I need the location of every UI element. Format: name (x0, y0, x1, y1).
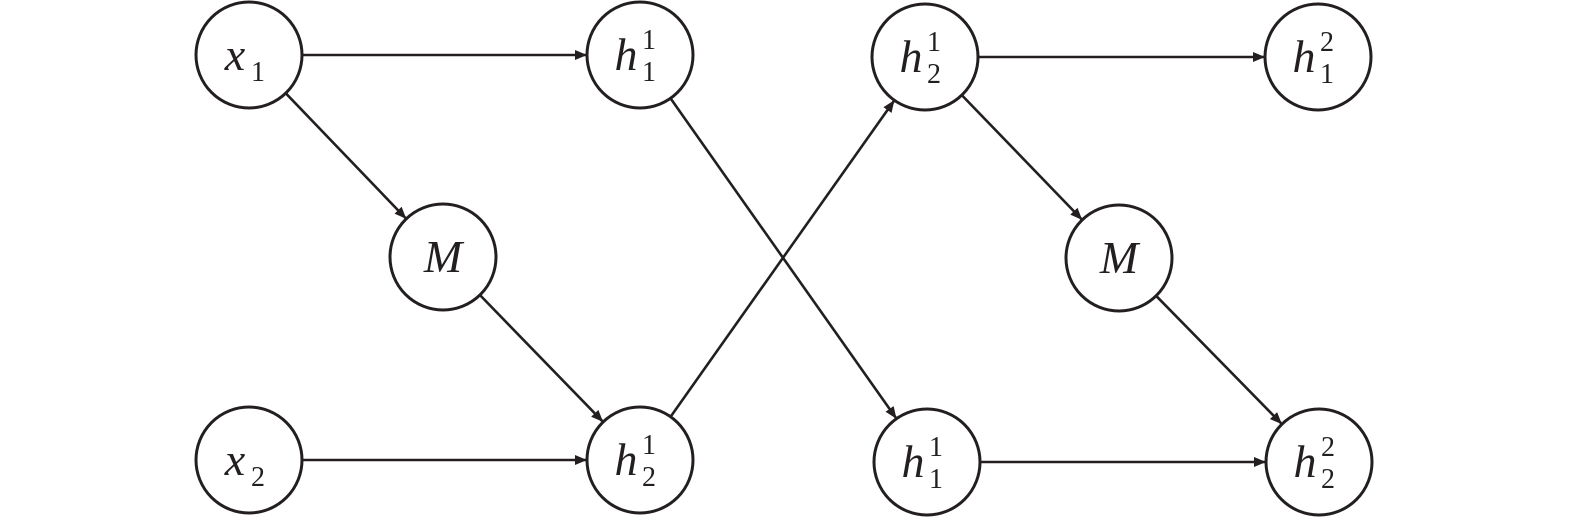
node-subscript: 2 (642, 462, 656, 493)
node-label: x (224, 29, 246, 80)
node-superscript: 1 (642, 25, 656, 56)
node-subscript: 1 (1320, 59, 1334, 90)
node-circle (1264, 407, 1374, 517)
node-M_a: M (388, 202, 498, 312)
node-superscript: 2 (1320, 27, 1334, 58)
node-label: h (615, 29, 638, 80)
node-superscript: 1 (642, 430, 656, 461)
node-label: M (1099, 232, 1141, 283)
node-subscript: 1 (251, 57, 265, 88)
node-label: h (902, 436, 925, 487)
node-label: M (423, 231, 465, 282)
node-label: x (224, 434, 246, 485)
node-superscript: 2 (1321, 432, 1335, 463)
node-superscript: 1 (927, 27, 941, 58)
node-circle (872, 407, 982, 517)
node-label: h (1293, 31, 1316, 82)
edges-layer (284, 50, 1283, 467)
node-circle (194, 0, 304, 110)
node-circle (585, 405, 695, 515)
node-superscript: 1 (929, 432, 943, 463)
node-subscript: 2 (1321, 464, 1335, 495)
node-circle (870, 2, 980, 112)
node-subscript: 2 (927, 59, 941, 90)
edge-h12b-to-M_b (960, 94, 1083, 221)
edge-M_b-to-h22 (1155, 294, 1283, 425)
node-subscript: 1 (642, 57, 656, 88)
edge-x1-to-M_a (284, 92, 407, 220)
node-M_b: M (1064, 203, 1174, 313)
node-label: h (615, 434, 638, 485)
node-circle (388, 202, 498, 312)
node-subscript: 2 (251, 462, 265, 493)
node-subscript: 1 (929, 464, 943, 495)
node-circle (585, 0, 695, 110)
edge-M_a-to-h12a (478, 294, 604, 423)
node-label: h (1294, 436, 1317, 487)
node-circle (1064, 203, 1174, 313)
node-label: h (900, 31, 923, 82)
node-circle (1263, 2, 1373, 112)
edge-h12a-to-h12b (669, 100, 895, 418)
node-circle (194, 405, 304, 515)
